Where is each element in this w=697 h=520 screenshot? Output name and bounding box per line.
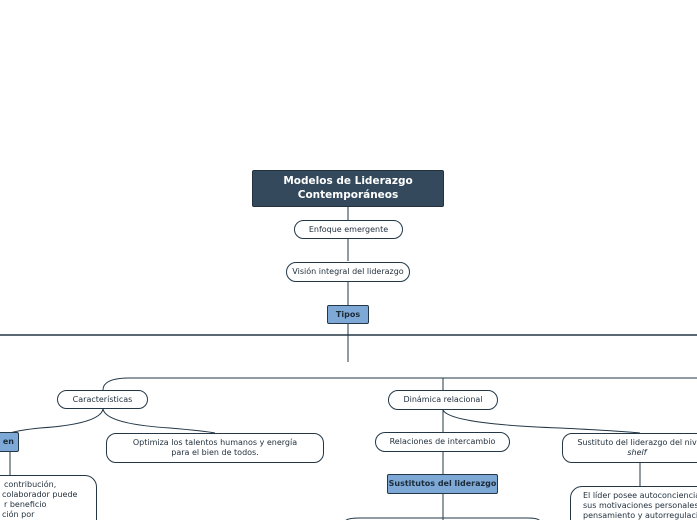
node-contribucion-fragment[interactable] xyxy=(0,475,97,520)
root-title-line1: Modelos de Liderazgo xyxy=(283,175,413,188)
node-relaciones-intercambio[interactable]: Relaciones de intercambio xyxy=(375,432,510,452)
node-label: en xyxy=(2,437,14,446)
node-tipos[interactable]: Tipos xyxy=(327,305,369,324)
node-enfoque-emergente[interactable]: Enfoque emergente xyxy=(294,220,403,239)
node-sustitutos-liderazgo[interactable]: Sustitutos del liderazgo xyxy=(387,474,498,494)
node-dinamica-relacional[interactable]: Dinámica relacional xyxy=(388,390,498,410)
lider-text-1: El líder posee autoconciencia, xyxy=(583,491,697,500)
node-label: Características xyxy=(72,394,133,404)
fragment-text-1: contribución, xyxy=(4,480,57,489)
node-sustituto-nivel[interactable]: Sustituto del liderazgo del niv shelf xyxy=(562,433,697,463)
node-label: Relaciones de intercambio xyxy=(389,437,496,446)
node-label: Enfoque emergente xyxy=(308,224,389,234)
node-partial-left[interactable]: en xyxy=(0,432,19,452)
node-label-line1: Sustituto del liderazgo del niv xyxy=(577,438,697,447)
lider-text-3: pensamiento y autorregulació xyxy=(583,511,697,520)
node-vision-integral[interactable]: Visión integral del liderazgo xyxy=(286,262,410,282)
node-optimiza-talentos[interactable]: Optimiza los talentos humanos y energía … xyxy=(106,433,324,463)
fragment-text-2: colaborador puede xyxy=(2,490,78,499)
node-label: Visión integral del liderazgo xyxy=(292,267,404,276)
fragment-text-3: r beneficio xyxy=(4,500,47,509)
node-label: Sustitutos del liderazgo xyxy=(388,479,497,488)
node-label: Dinámica relacional xyxy=(403,395,483,404)
root-topic[interactable]: Modelos de Liderazgo Contemporáneos xyxy=(252,170,444,207)
node-lider-autoconciencia[interactable] xyxy=(570,486,697,520)
node-label-line2: para el bien de todos. xyxy=(171,448,259,457)
fragment-text-4: ción por xyxy=(2,510,35,519)
node-caracteristicas[interactable]: Características xyxy=(57,390,148,409)
root-title-line2: Contemporáneos xyxy=(297,188,399,201)
node-label: Tipos xyxy=(335,309,361,319)
lider-text-2: sus motivaciones personales, xyxy=(583,501,697,510)
node-label-line2: shelf xyxy=(627,448,647,457)
node-label-line1: Optimiza los talentos humanos y energía xyxy=(132,438,298,447)
